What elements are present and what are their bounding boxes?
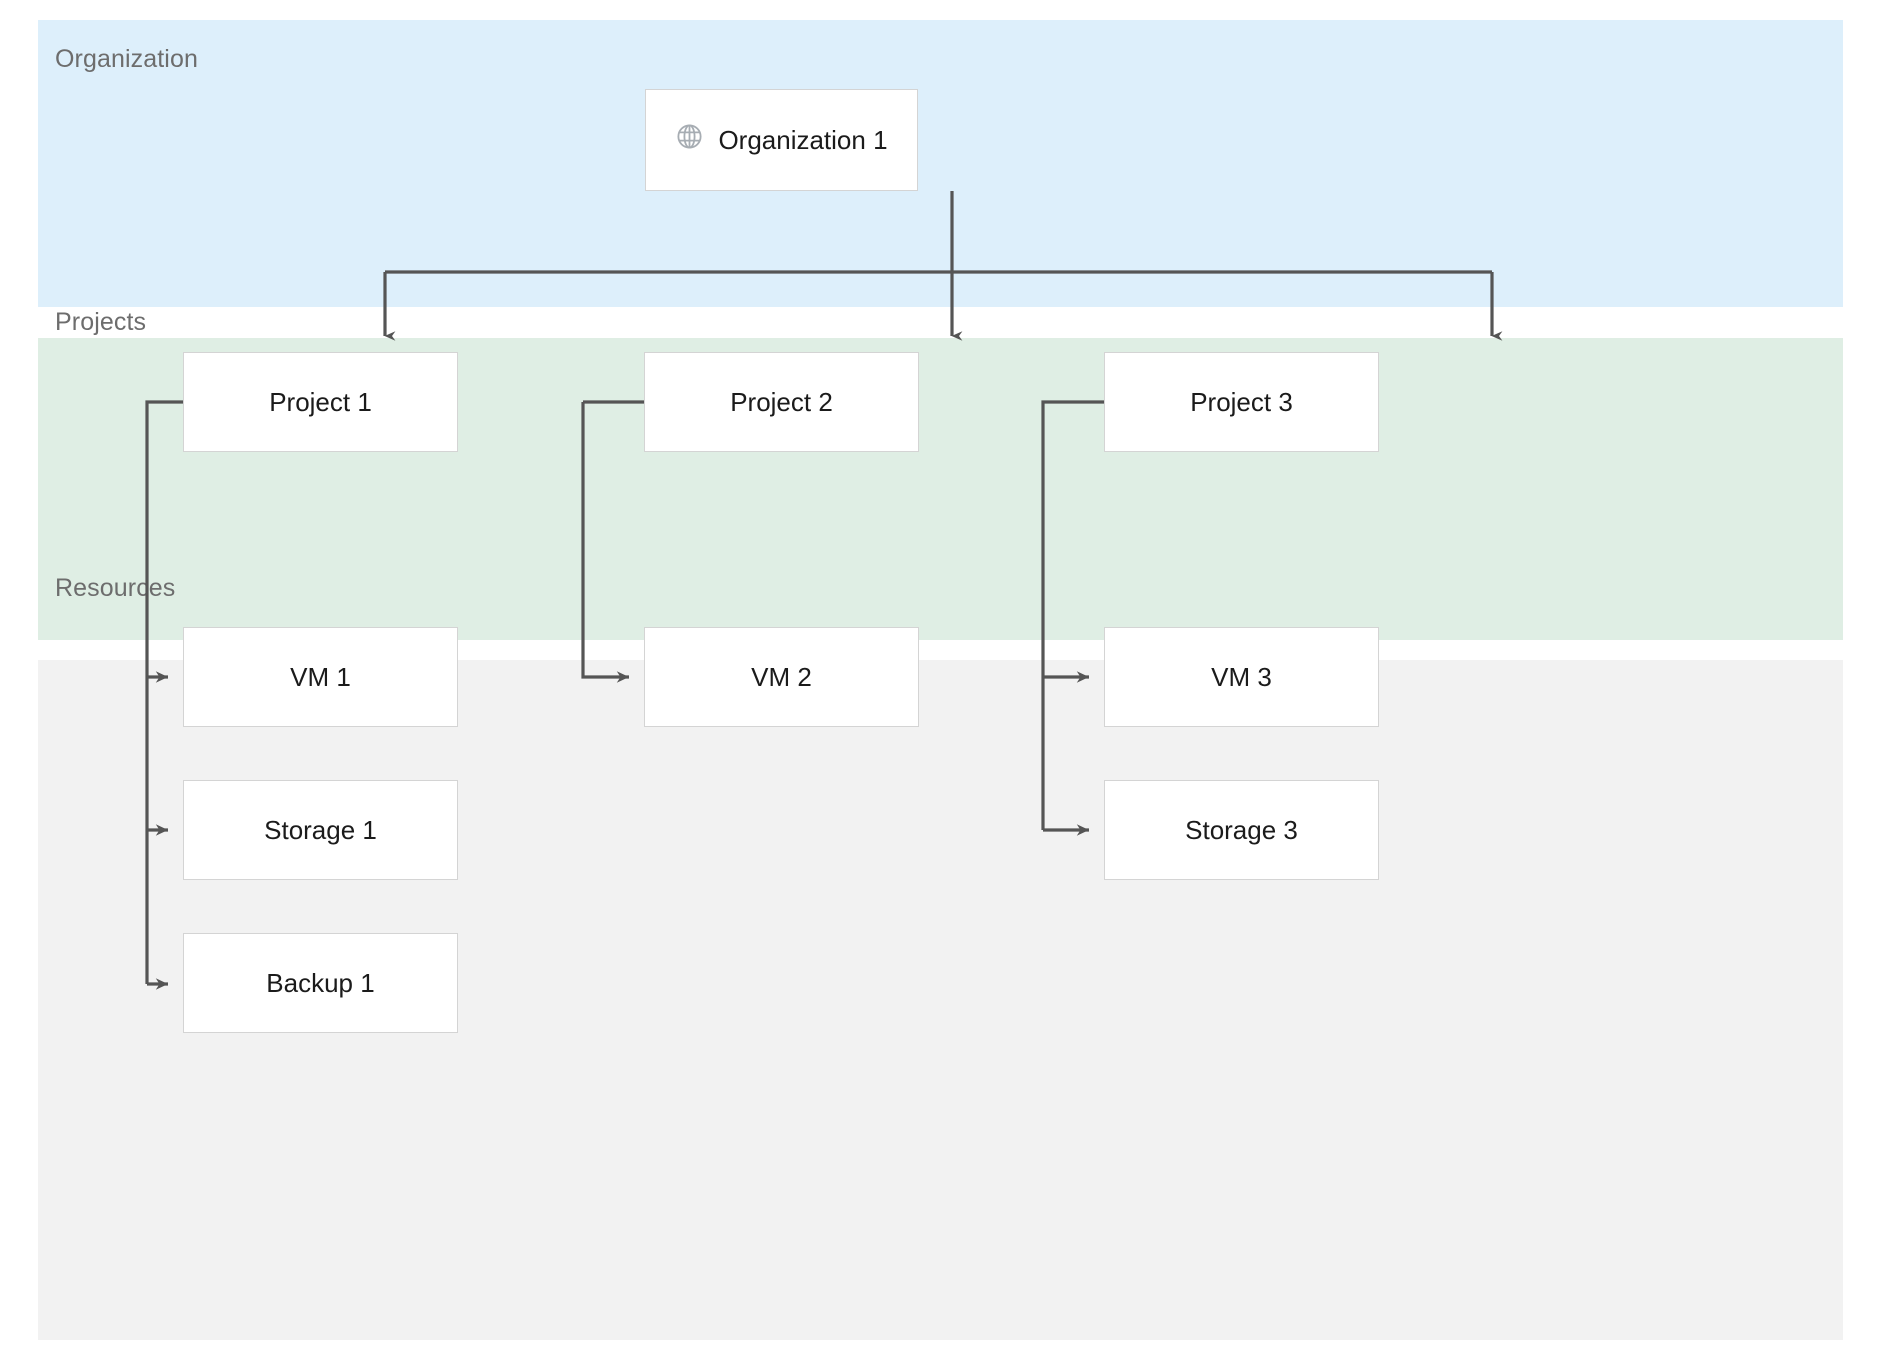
- node-organization-1[interactable]: Organization 1: [645, 89, 918, 191]
- node-label: Storage 3: [1185, 815, 1298, 845]
- node-label: Project 1: [269, 387, 372, 417]
- node-vm-2[interactable]: VM 2: [644, 627, 919, 727]
- band-organization: [38, 20, 1843, 307]
- node-label: Organization 1: [718, 125, 888, 155]
- node-label: VM 3: [1211, 662, 1272, 692]
- node-vm-3[interactable]: VM 3: [1104, 627, 1379, 727]
- node-label: VM 1: [290, 662, 351, 692]
- node-label: Project 3: [1190, 387, 1293, 417]
- node-project-3[interactable]: Project 3: [1104, 352, 1379, 452]
- band-label-organization: Organization: [55, 45, 198, 73]
- node-label: Storage 1: [264, 815, 377, 845]
- band-label-resources: Resources: [55, 574, 176, 602]
- node-project-1[interactable]: Project 1: [183, 352, 458, 452]
- band-label-projects: Projects: [55, 308, 147, 336]
- node-storage-1[interactable]: Storage 1: [183, 780, 458, 880]
- node-vm-1[interactable]: VM 1: [183, 627, 458, 727]
- node-project-2[interactable]: Project 2: [644, 352, 919, 452]
- node-label: VM 2: [751, 662, 812, 692]
- node-label: Project 2: [730, 387, 833, 417]
- globe-icon: [675, 122, 704, 158]
- node-storage-3[interactable]: Storage 3: [1104, 780, 1379, 880]
- node-label: Backup 1: [266, 968, 375, 998]
- node-backup-1[interactable]: Backup 1: [183, 933, 458, 1033]
